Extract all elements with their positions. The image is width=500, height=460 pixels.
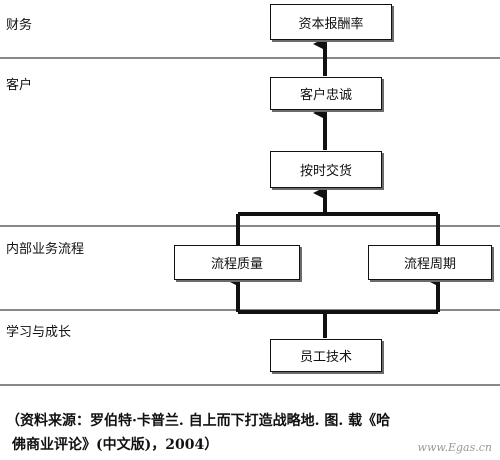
watermark: www.Egas.cn: [417, 441, 492, 454]
node-loyalty: 客户忠诚: [270, 77, 382, 110]
node-roce: 资本报酬率: [270, 4, 392, 40]
node-ontime: 按时交货: [270, 151, 382, 188]
lane-label-learning: 学习与成长: [6, 325, 72, 340]
node-cycle: 流程周期: [368, 245, 492, 280]
lane-label-customer: 客户: [6, 78, 33, 93]
node-quality: 流程质量: [174, 245, 300, 280]
source-caption: （资料来源：罗伯特·卡普兰. 自上而下打造战略地. 图. 载《哈 佛商业评论》(…: [6, 409, 496, 457]
lane-label-finance: 财务: [6, 18, 33, 33]
lane-label-internal: 内部业务流程: [6, 242, 85, 257]
source-line-1: （资料来源：罗伯特·卡普兰. 自上而下打造战略地. 图. 载《哈: [6, 413, 391, 429]
source-line-2: 佛商业评论》(中文版)，2004）: [12, 437, 219, 453]
node-skills: 员工技术: [270, 339, 382, 372]
